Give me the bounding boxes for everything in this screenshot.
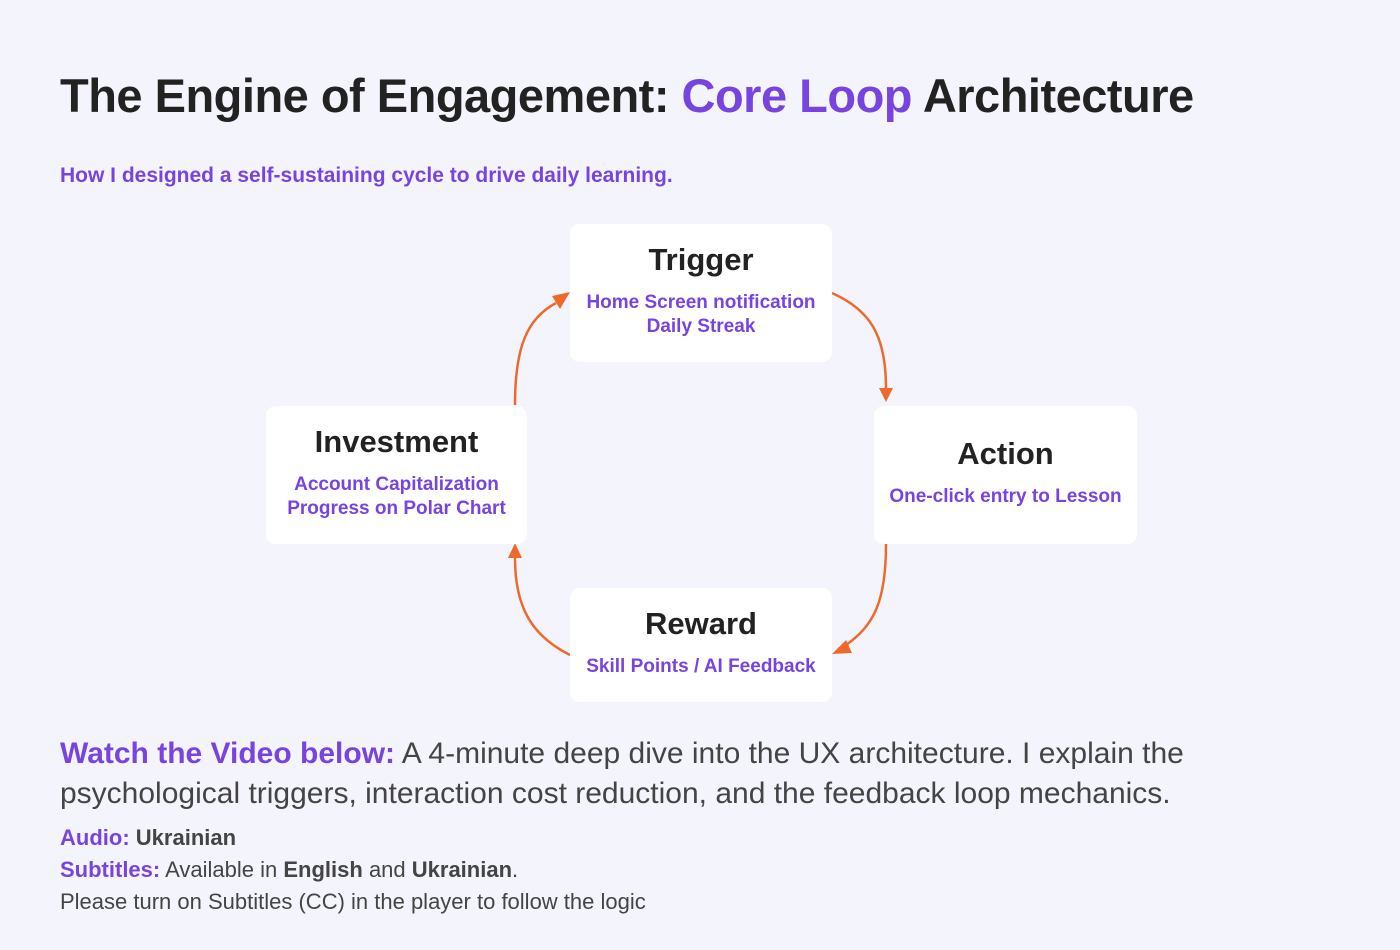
node-detail: Skill Points / AI Feedback	[586, 656, 816, 677]
audio-label: Audio:	[60, 825, 130, 850]
node-detail: Account Capitalization	[294, 474, 499, 495]
title-part-1: The Engine of Engagement:	[60, 69, 682, 122]
subtitles-language-english: English	[283, 857, 363, 882]
audio-value: Ukrainian	[135, 825, 237, 850]
loop-node-investment: Investment Account Capitalization Progre…	[266, 406, 527, 544]
edge-trigger-to-action	[831, 291, 888, 389]
title-accent: Core Loop	[681, 69, 913, 122]
subtitles-prefix: Available in	[160, 857, 284, 882]
node-detail: Progress on Polar Chart	[287, 498, 506, 519]
node-title: Investment	[314, 424, 479, 459]
video-lead: Watch the Video below:	[60, 737, 396, 770]
arrowhead-action-to-reward	[832, 640, 852, 654]
audio-info: Audio: Ukrainian	[60, 823, 236, 853]
node-detail: Home Screen notification	[586, 292, 816, 313]
node-detail: One-click entry to Lesson	[889, 486, 1122, 507]
title-part-2: Architecture	[912, 69, 1194, 122]
edge-reward-to-investment	[513, 557, 571, 657]
edge-action-to-reward	[842, 543, 888, 649]
node-title: Reward	[645, 606, 757, 641]
node-title: Trigger	[648, 242, 754, 277]
node-title: Action	[957, 436, 1054, 471]
subtitles-and: and	[362, 857, 412, 882]
subtitles-info: Subtitles: Available in English and Ukra…	[60, 855, 518, 885]
video-body: A 4-minute deep dive into the UX archite…	[60, 737, 1184, 810]
loop-node-action: Action One-click entry to Lesson	[874, 406, 1137, 544]
page-subtitle: How I designed a self-sustaining cycle t…	[60, 164, 673, 187]
subtitles-label: Subtitles:	[60, 857, 161, 882]
arrowhead-investment-to-trigger	[552, 292, 570, 309]
arrowhead-trigger-to-action	[879, 388, 893, 402]
subtitles-end: .	[512, 857, 519, 882]
arrowhead-reward-to-investment	[508, 543, 522, 558]
loop-node-trigger: Trigger Home Screen notification Daily S…	[570, 224, 832, 362]
video-description: Watch the Video below: A 4-minute deep d…	[60, 734, 1350, 814]
edge-investment-to-trigger	[513, 301, 557, 406]
loop-node-reward: Reward Skill Points / AI Feedback	[570, 588, 832, 702]
subtitles-note: Please turn on Subtitles (CC) in the pla…	[60, 889, 646, 914]
page-title: The Engine of Engagement: Core Loop Arch…	[60, 68, 1194, 124]
subtitles-language-ukrainian: Ukrainian	[411, 857, 513, 882]
node-detail: Daily Streak	[646, 316, 756, 337]
